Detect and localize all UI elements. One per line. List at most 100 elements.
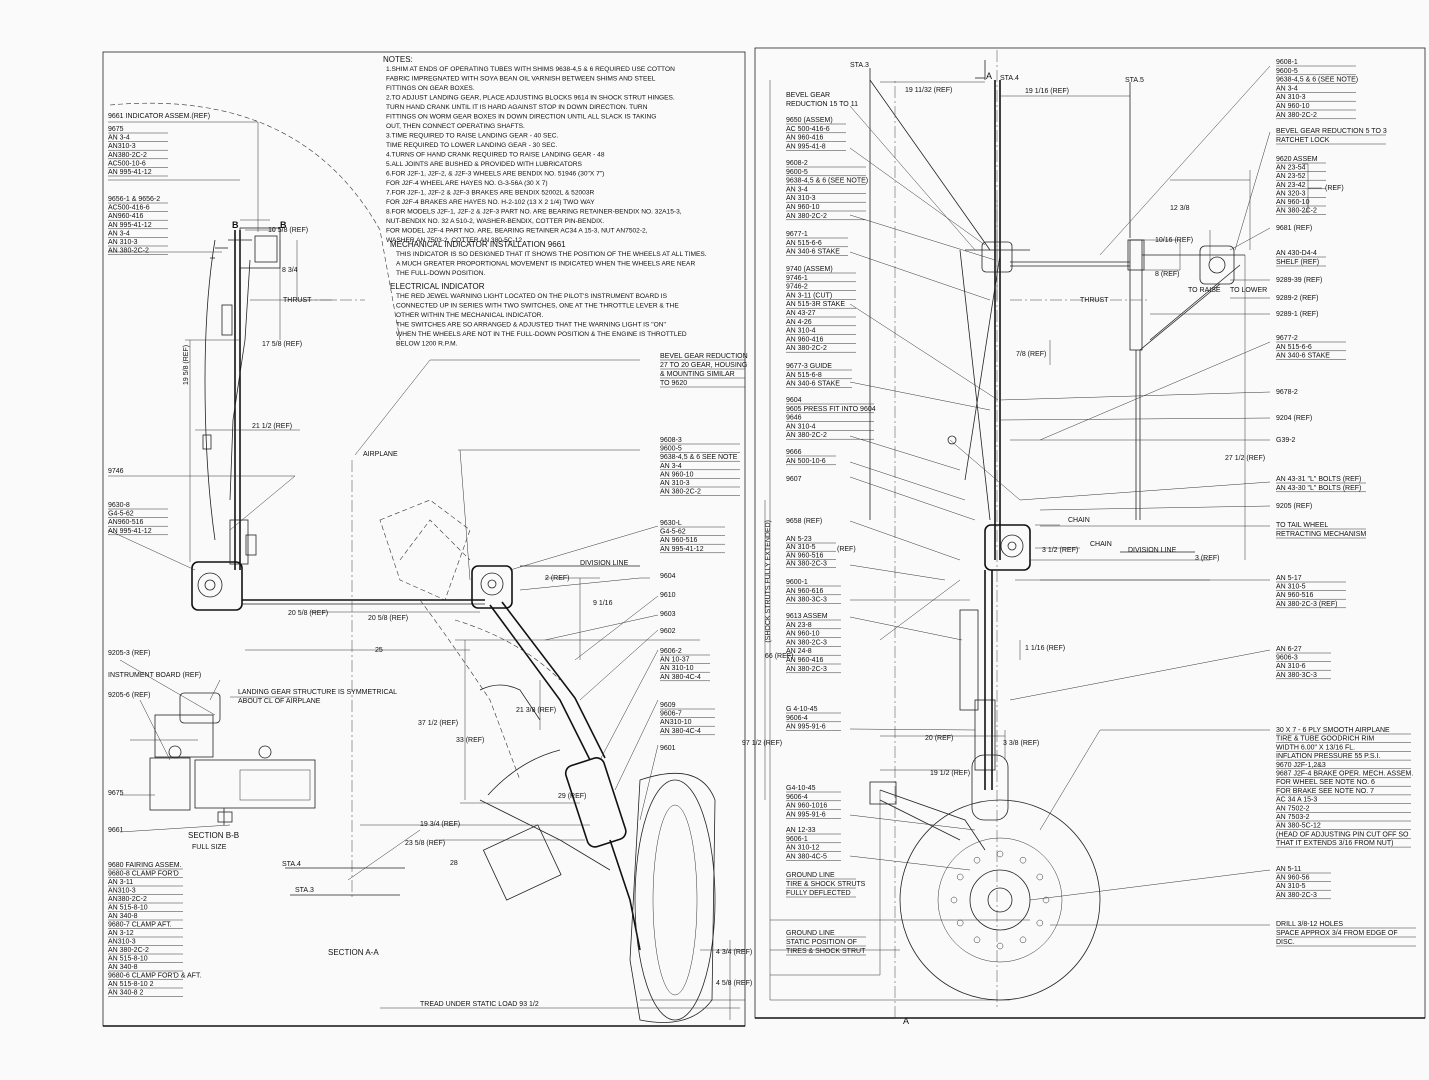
chain-label-1: CHAIN (1068, 517, 1090, 524)
callout-9661-indicator: 9661 INDICATOR ASSEM.(REF) (108, 113, 210, 120)
section-bb-label: SECTION B-B (188, 831, 239, 840)
callout-line: AN 310-3 (1276, 94, 1306, 101)
drill-hole (1036, 919, 1044, 927)
callout-line: DISC. (1276, 939, 1295, 946)
callout-9678-2: 9678-2 (1276, 389, 1298, 396)
callout-line: AN 5-23 (786, 536, 812, 543)
callout-line: AN 5-11 (1276, 866, 1301, 873)
callout-9204: 9204 (REF) (1276, 415, 1312, 422)
callout-line: AN 43-30 "L" BOLTS (REF) (1276, 485, 1361, 492)
callout-line: AN 310-3 (786, 195, 816, 202)
sta4-label: STA.4 (282, 861, 301, 868)
callout-line: A MUCH GREATER PROPORTIONAL MOVEMENT IS … (396, 261, 695, 268)
callout-line: 9677-2 (1276, 335, 1298, 342)
callout-line: AN 3-11 (CUT) (786, 292, 832, 299)
callout-9603: 9603 (660, 611, 676, 618)
callout-line: 5.ALL JOINTS ARE BUSHED & PROVIDED WITH … (386, 161, 583, 168)
callout-line: AN 310-12 (786, 845, 820, 852)
callout-line: 9608-1 (1276, 59, 1298, 66)
callout-line: DRILL 3/8-12 HOLES (1276, 921, 1343, 928)
callout-line: AN 960-10 (786, 631, 820, 638)
callout-line: AN 995-91-6 (786, 811, 826, 818)
callout-line: AN960-416 (108, 213, 144, 220)
callout-line: AN 12-33 (786, 827, 816, 834)
callout-line: AN 3-11 (108, 879, 133, 886)
callout-line: AN380-2C-2 (108, 152, 147, 159)
callout-line: 9609 (660, 702, 676, 709)
callout-9746: 9746 (108, 468, 124, 475)
callout-line: AN960-516 (108, 519, 144, 526)
callout-line: 9666 (786, 449, 802, 456)
callout-line: 9680-7 CLAMP AFT. (108, 922, 172, 929)
callout-line: 9600-5 (786, 169, 808, 176)
callout-line: 9740 (ASSEM) (786, 266, 833, 273)
mech-indicator-lines: THIS INDICATOR IS SO DESIGNED THAT IT SH… (396, 251, 707, 277)
callout-line: FOR MODEL J2F-4 PART NO. ARE, BEARING RE… (386, 228, 648, 235)
chain-label-2: CHAIN (1090, 541, 1112, 548)
callout-line: AN 23-42 (1276, 182, 1306, 189)
callout-9205-3: 9205-3 (REF) (108, 650, 150, 657)
sheet-border (102, 47, 1426, 1027)
callout-bevel-gear-20: BEVEL GEAR REDUCTION 27 TO 20 GEAR, HOUSI… (660, 353, 748, 388)
drill-hole (950, 896, 958, 904)
dim-4-5-8: 4 5/8 (REF) (716, 980, 752, 987)
dim-10-16: 10/16 (REF) (1155, 237, 1193, 244)
sta3-label: STA.3 (295, 887, 314, 894)
callout-line: 9670 J2F-1,2&3 (1276, 762, 1326, 769)
sta4-right-label: STA.4 (1000, 75, 1019, 82)
callout-line: GROUND LINE (786, 872, 835, 879)
dim-33: 33 (REF) (456, 737, 484, 744)
callout-line: AN 995-41-12 (108, 169, 152, 176)
callout-line: AN 3-4 (786, 186, 808, 193)
callout-line: 9604 (786, 397, 802, 404)
callout-line: AN 515-6-6 (786, 240, 822, 247)
callout-line: AN 995-41-8 (786, 143, 826, 150)
callout-line: AN 310-4 (786, 328, 816, 335)
callout-line: TO TAIL WHEEL (1276, 522, 1328, 529)
callout-line: AN 380-2C-3 (786, 666, 827, 673)
callout-line: FITTINGS ON WORM GEAR BOXES IN DOWN DIRE… (386, 114, 656, 121)
callout-line: AN 3-4 (108, 230, 130, 237)
callout-line: AN 5-17 (1276, 575, 1302, 582)
callout-line: AN 380-2C-3 (REF) (1276, 601, 1337, 608)
callout-line: TIRES & SHOCK STRUT (786, 948, 866, 955)
callout-line: AN 43-31 "L" BOLTS (REF) (1276, 476, 1361, 483)
dim-21-3-8: 21 3/8 (REF) (516, 707, 556, 714)
callout-9610: 9610 (660, 592, 676, 599)
callout-line: 2.TO ADJUST LANDING GEAR, PLACE ADJUSTIN… (386, 95, 675, 102)
callout-line: 27 TO 20 GEAR, HOUSING (660, 362, 747, 369)
callout-line: 8.FOR MODELS J2F-1, J2F-2 & J2F-3 PART N… (386, 209, 682, 216)
callout-line: AN 380-3C-3 (1276, 672, 1317, 679)
notes-lines: 1.SHIM AT ENDS OF OPERATING TUBES WITH S… (386, 66, 682, 244)
callout-line: 9680 FAIRING ASSEM. (108, 862, 182, 869)
callout-line: AN 515-3R STAKE (786, 301, 845, 308)
dim-23-5-8: 23 5/8 (REF) (405, 840, 445, 847)
callout-line: AN 310-3 (660, 480, 690, 487)
callout-line: 9680-8 CLAMP FOR'D (108, 871, 179, 878)
callout-9289-1: 9289-1 (REF) (1276, 311, 1318, 318)
callout-line: 9638-4,5 & 6 SEE NOTE (660, 454, 738, 461)
callout-line: AN 960-516 (660, 537, 697, 544)
callout-line: FOR J2F-4 WHEEL ARE HAYES NO. G-3-56A (3… (386, 180, 548, 187)
dim-8-3-4: 8 3/4 (282, 267, 298, 274)
drill-hole (956, 873, 964, 881)
drill-hole (1036, 873, 1044, 881)
callout-line: 9605 PRESS FIT INTO 9604 (786, 406, 876, 413)
dim-3: 3 (REF) (1195, 555, 1220, 562)
section-aa-label: SECTION A-A (328, 948, 379, 957)
callout-line: AN 340-8 (108, 964, 138, 971)
callout-line: BEVEL GEAR REDUCTION (660, 353, 748, 360)
callout-line: AN 960-56 (1276, 875, 1310, 882)
callout-line: ABOUT CL OF AIRPLANE (238, 698, 321, 705)
to-raise-label: TO RAISE (1188, 287, 1221, 294)
callout-line: AN 960-416 (786, 657, 823, 664)
